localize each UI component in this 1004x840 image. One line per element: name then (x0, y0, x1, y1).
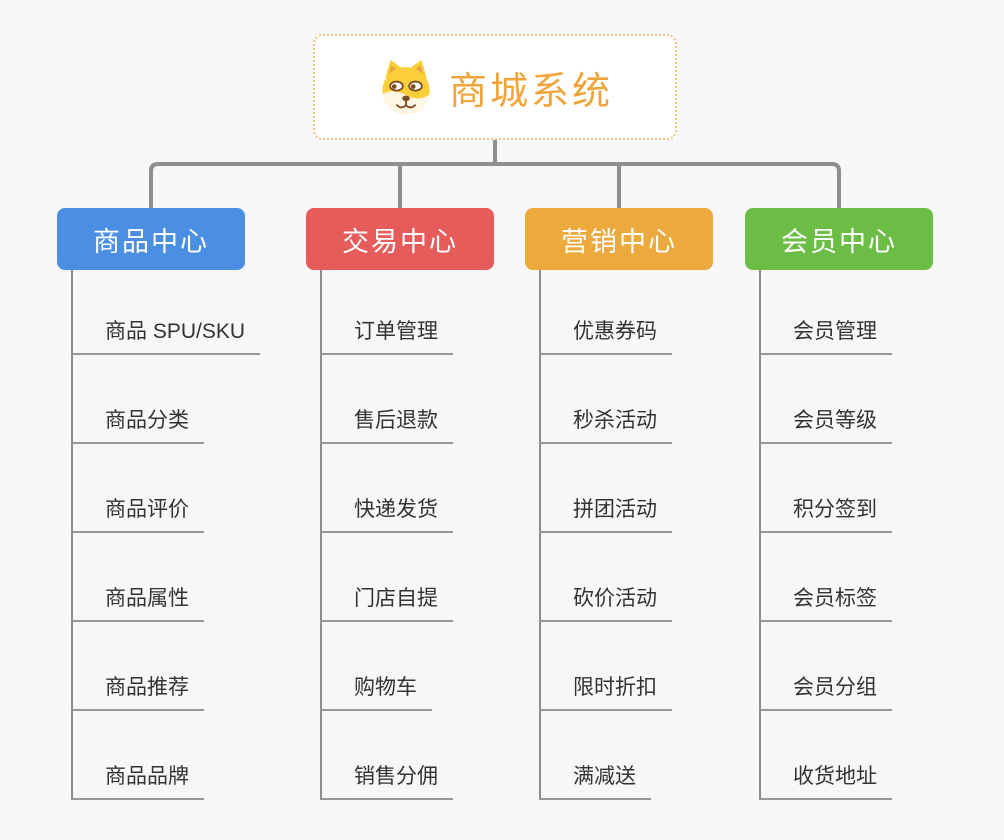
shiba-dog-icon (382, 59, 430, 115)
leaf-item[interactable]: 秒杀活动 (539, 408, 672, 444)
leaf-item[interactable]: 商品 SPU/SKU (71, 319, 261, 355)
leaf-item[interactable]: 门店自提 (320, 586, 453, 622)
leaf-item[interactable]: 商品分类 (71, 408, 204, 444)
leaf-item[interactable]: 快递发货 (320, 497, 453, 533)
leaf-item[interactable]: 商品评价 (71, 497, 204, 533)
leaf-item[interactable]: 优惠券码 (539, 319, 672, 355)
leaf-item[interactable]: 积分签到 (759, 497, 892, 533)
leaf-item[interactable]: 商品推荐 (71, 675, 204, 711)
leaf-item[interactable]: 订单管理 (320, 319, 453, 355)
leaf-item[interactable]: 商品属性 (71, 586, 204, 622)
leaf-item[interactable]: 会员等级 (759, 408, 892, 444)
leaf-item[interactable]: 售后退款 (320, 408, 453, 444)
leaf-item[interactable]: 满减送 (539, 764, 651, 800)
root-title: 商城系统 (448, 70, 613, 113)
leaf-item[interactable]: 商品品牌 (71, 764, 204, 800)
leaf-item[interactable]: 会员分组 (759, 675, 892, 711)
leaf-item[interactable]: 购物车 (320, 675, 432, 711)
leaf-item[interactable]: 拼团活动 (539, 497, 672, 533)
leaf-item[interactable]: 会员标签 (759, 586, 892, 622)
branch-node-marketing[interactable]: 营销中心 (525, 208, 713, 270)
leaf-item[interactable]: 会员管理 (759, 319, 892, 355)
leaf-item[interactable]: 限时折扣 (539, 675, 672, 711)
branch-node-product[interactable]: 商品中心 (57, 208, 245, 270)
root-node[interactable]: 商城系统 (313, 34, 677, 140)
leaf-item[interactable]: 销售分佣 (320, 764, 453, 800)
branch-node-member[interactable]: 会员中心 (745, 208, 933, 270)
leaf-item[interactable]: 砍价活动 (539, 586, 672, 622)
leaf-item[interactable]: 收货地址 (759, 764, 892, 800)
branch-node-trade[interactable]: 交易中心 (306, 208, 494, 270)
